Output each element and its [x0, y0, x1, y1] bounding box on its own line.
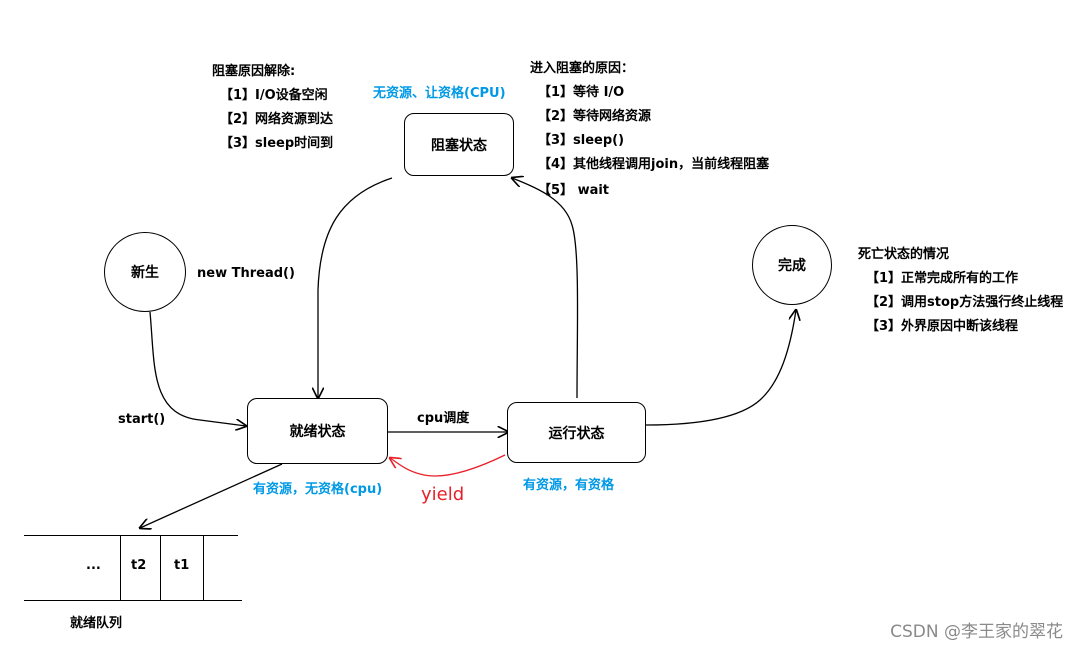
label-blocked-condition: 无资源、让资格(CPU): [373, 86, 506, 101]
death-reason-3: 【3】外界原因中断该线程: [866, 319, 1019, 334]
arrow-to-queue: [140, 463, 283, 528]
arrow-to-blocked: [512, 178, 579, 399]
watermark: CSDN @李王家的翠花: [890, 622, 1063, 642]
queue-divider: [203, 535, 204, 600]
block-reason-5: 【5】 wait: [538, 183, 610, 198]
arrow-yield: [390, 454, 506, 477]
queue-label: 就绪队列: [70, 616, 123, 631]
death-reasons: 死亡状态的情况 【1】正常完成所有的工作 【2】调用stop方法强行终止线程 【…: [858, 243, 1063, 339]
label-cpu-schedule: cpu调度: [417, 411, 470, 426]
queue-divider: [160, 535, 161, 600]
state-blocked: 阻塞状态: [404, 113, 514, 176]
queue-cell-ellipsis: ...: [86, 558, 101, 573]
label-ready-condition: 有资源，无资格(cpu): [253, 482, 383, 497]
unblock-reasons: 阻塞原因解除: 【1】I/O设备空闲 【2】网络资源到达 【3】sleep时间到: [212, 60, 333, 156]
block-reason-1: 【1】等待 I/O: [538, 85, 625, 100]
block-reasons: 进入阻塞的原因： 【1】等待 I/O 【2】等待网络资源 【3】sleep() …: [530, 57, 769, 203]
block-reason-4: 【4】其他线程调用join，当前线程阻塞: [538, 157, 770, 172]
queue-divider: [120, 535, 121, 600]
unblock-reasons-heading: 阻塞原因解除:: [212, 64, 296, 79]
label-yield: yield: [421, 484, 465, 505]
arrow-to-done: [645, 310, 796, 426]
queue-bottom-border: [24, 600, 242, 601]
queue-cell-t1: t1: [174, 558, 190, 573]
unblock-reason-3: 【3】sleep时间到: [220, 136, 334, 151]
label-start: start(): [118, 412, 166, 427]
arrow-start: [149, 311, 246, 426]
block-reasons-heading: 进入阻塞的原因：: [530, 61, 635, 76]
state-ready: 就绪状态: [247, 398, 388, 464]
block-reason-3: 【3】sleep(): [538, 133, 625, 148]
state-done: 完成: [752, 225, 832, 305]
arrow-unblock: [318, 177, 393, 398]
label-new-thread: new Thread(): [197, 266, 295, 281]
death-reasons-heading: 死亡状态的情况: [858, 247, 950, 262]
death-reason-1: 【1】正常完成所有的工作: [866, 271, 1019, 286]
state-new: 新生: [104, 232, 186, 312]
queue-cell-t2: t2: [131, 558, 147, 573]
queue-top-border: [24, 535, 238, 536]
death-reason-2: 【2】调用stop方法强行终止线程: [866, 295, 1064, 310]
unblock-reason-2: 【2】网络资源到达: [220, 112, 334, 127]
label-running-condition: 有资源，有资格: [523, 478, 615, 493]
state-running: 运行状态: [507, 402, 646, 463]
block-reason-2: 【2】等待网络资源: [538, 109, 652, 124]
unblock-reason-1: 【1】I/O设备空闲: [220, 88, 328, 103]
